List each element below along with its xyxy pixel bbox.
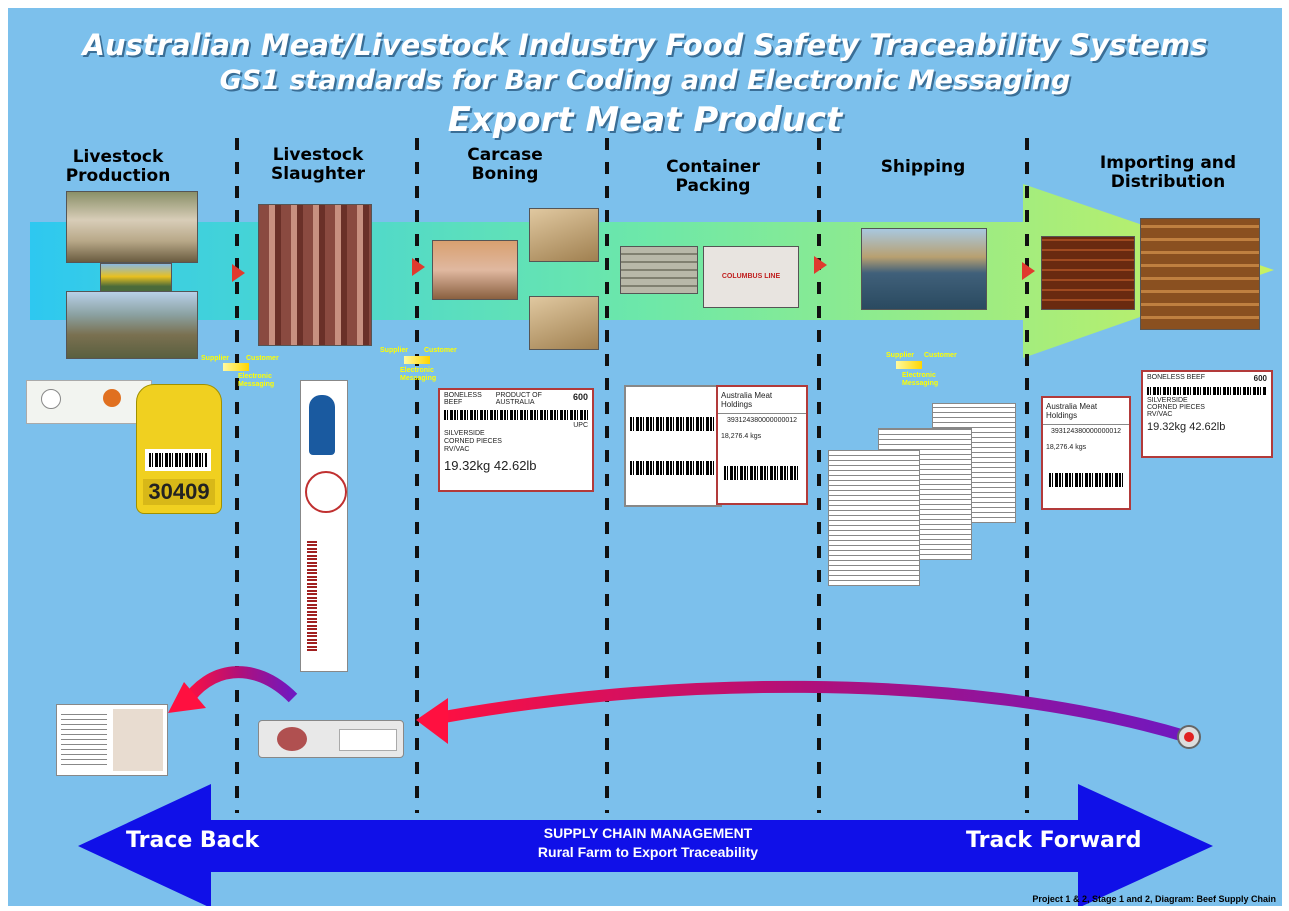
flow-arrow-4 — [1022, 262, 1035, 280]
track-forward-label: Track Forward — [966, 828, 1142, 853]
flow-arrow-1 — [232, 264, 245, 282]
cold-store-photo — [1041, 236, 1135, 310]
footer-caption: Project 1 & 2, Stage 1 and 2, Diagram: B… — [1032, 894, 1276, 904]
import-pallet-label: Australia Meat Holdings 3931243800000000… — [1041, 396, 1131, 510]
pallet-photo — [620, 246, 698, 294]
ear-tag-yellow: 30409 — [136, 384, 222, 514]
warehouse-photo — [1140, 218, 1260, 330]
feedlot-photo — [66, 291, 198, 359]
carcase-photo — [258, 204, 372, 346]
container-text: COLUMBUS LINE — [721, 273, 781, 280]
ear-tag-number: 30409 — [143, 479, 215, 505]
supply-chain-management-label: SUPPLY CHAIN MANAGEMENT — [543, 825, 753, 841]
carcase-ticket — [300, 380, 348, 672]
boning-photo — [432, 240, 518, 300]
export-title: Export Meat Product — [447, 100, 843, 140]
diagram-canvas: Australian Meat/Livestock Industry Food … — [8, 8, 1282, 906]
pallet-label: Australia Meat Holdings 3931243800000000… — [716, 385, 808, 505]
trace-back-label: Trace Back — [126, 828, 260, 853]
shipping-mark-label — [624, 385, 722, 507]
dna-sample-card — [56, 704, 168, 776]
flow-arrow-3 — [814, 256, 827, 274]
ear-tag-buttons — [26, 380, 152, 424]
tissue-sample-tube — [258, 720, 404, 758]
stage-label-shipping: Shipping — [880, 157, 966, 177]
carton-photo — [529, 208, 599, 262]
carton-photo-2 — [529, 296, 599, 350]
main-title: Australian Meat/Livestock Industry Food … — [82, 28, 1208, 62]
shipping-document-1 — [828, 450, 920, 586]
rural-farm-label: Rural Farm to Export Traceability — [537, 844, 759, 860]
flow-arrow-2 — [412, 258, 425, 276]
cattle-photo — [66, 191, 198, 263]
truck-photo — [100, 263, 172, 293]
container-photo: COLUMBUS LINE — [703, 246, 799, 308]
ship-photo — [861, 228, 987, 310]
subtitle: GS1 standards for Bar Coding and Electro… — [219, 65, 1071, 96]
